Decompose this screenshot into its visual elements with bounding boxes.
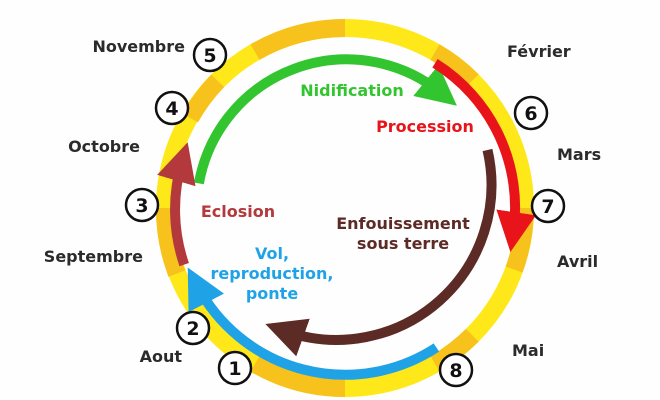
- month-label-mai: Mai: [512, 341, 544, 360]
- ring-segment-bottom: [250, 356, 346, 397]
- marker-8: 8: [438, 352, 474, 388]
- marker-number: 8: [449, 360, 462, 382]
- phase-label-vol-line3: ponte: [246, 284, 298, 303]
- month-label-novembre: Novembre: [92, 37, 185, 56]
- phase-label-enfouissement-line2: sous terre: [357, 234, 449, 253]
- marker-4: 4: [154, 90, 190, 126]
- marker-5: 5: [192, 37, 228, 73]
- phase-label-procession: Procession: [376, 117, 474, 136]
- marker-3: 3: [124, 187, 160, 223]
- phase-label-nidification: Nidification: [300, 81, 403, 100]
- month-label-mars: Mars: [557, 145, 601, 164]
- marker-number: 1: [228, 358, 241, 380]
- month-label-avril: Avril: [557, 252, 598, 271]
- marker-2: 2: [175, 310, 211, 346]
- ring-segment-left: [155, 207, 186, 277]
- marker-7: 7: [530, 188, 566, 224]
- ring-segment-top: [250, 19, 346, 60]
- marker-1: 1: [217, 350, 253, 386]
- eclosion-arrow: [157, 142, 196, 267]
- marker-number: 4: [165, 98, 178, 120]
- ring-segment-top-left: [182, 74, 225, 123]
- nidification-arrow: [193, 54, 457, 185]
- marker-number: 5: [203, 45, 216, 67]
- phase-label-eclosion: Eclosion: [201, 202, 275, 221]
- marker-number: 6: [524, 103, 537, 125]
- marker-6: 6: [513, 95, 549, 131]
- marker-number: 3: [135, 195, 148, 217]
- enfouissement-arrow: [265, 148, 497, 357]
- month-label-septembre: Septembre: [44, 247, 143, 266]
- phase-label-vol-line1: Vol,: [255, 244, 289, 263]
- marker-number: 7: [541, 196, 554, 218]
- ring-segment-bottom-right: [430, 328, 479, 372]
- month-label-fevrier: Février: [507, 42, 571, 61]
- month-label-octobre: Octobre: [68, 137, 140, 156]
- marker-number: 2: [186, 318, 199, 340]
- procession-arrow: [432, 59, 536, 252]
- month-ring: [155, 19, 534, 397]
- phase-label-enfouissement-line1: Enfouissement: [336, 214, 470, 233]
- vol-arrow: [187, 267, 440, 380]
- phase-label-vol-line2: reproduction,: [211, 264, 334, 283]
- month-label-aout: Aout: [140, 347, 183, 366]
